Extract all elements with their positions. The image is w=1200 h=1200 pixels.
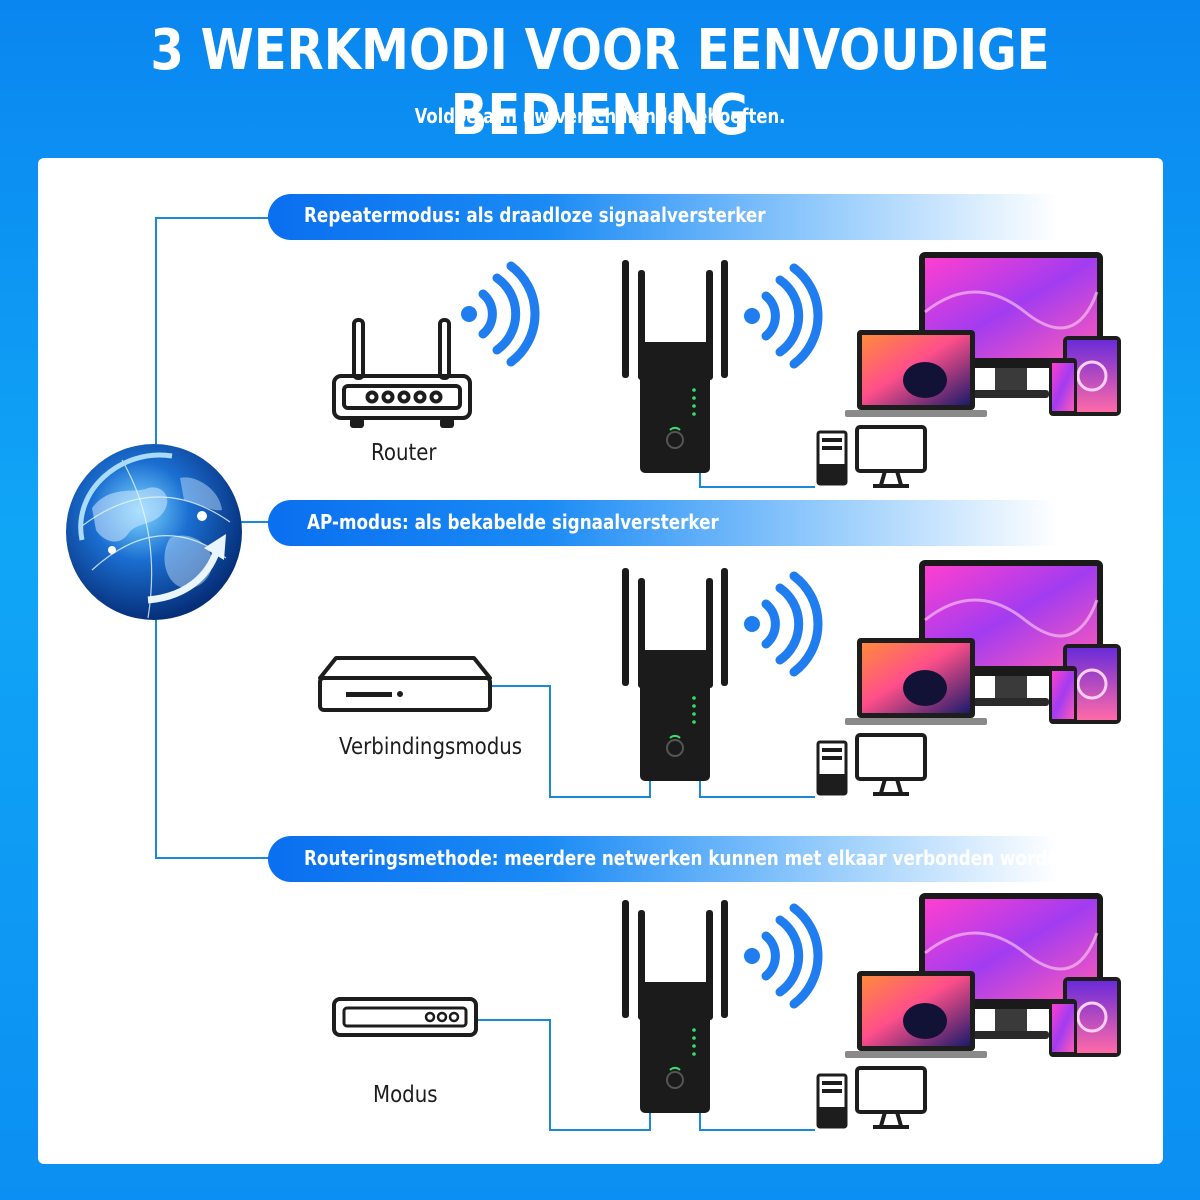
mode-banner-routing-text: Routeringsmethode: meerdere netwerken ku… bbox=[304, 846, 1078, 870]
page-title: 3 WERKMODI VOOR EENVOUDIGE BEDIENING bbox=[150, 18, 1050, 148]
wifi-signal-icon bbox=[744, 571, 823, 677]
client-devices-icon bbox=[845, 252, 1121, 417]
desktop-monitor-icon bbox=[855, 425, 927, 488]
mode-banner-ap bbox=[268, 500, 1058, 546]
wifi-signal-icon bbox=[744, 263, 823, 369]
wifi-extender-icon bbox=[622, 568, 728, 781]
desktop-tower-icon bbox=[816, 740, 848, 796]
mode-banner-routing bbox=[268, 836, 1058, 882]
client-devices-icon bbox=[845, 560, 1121, 725]
desktop-tower-icon bbox=[816, 1073, 848, 1129]
client-devices-icon bbox=[845, 893, 1121, 1058]
source-label-router: Router bbox=[371, 440, 437, 466]
switch-icon bbox=[318, 656, 492, 712]
desktop-tower-icon bbox=[816, 430, 848, 486]
mode-banner-repeater bbox=[268, 194, 1058, 240]
desktop-monitor-icon bbox=[855, 1066, 927, 1129]
modem-icon bbox=[332, 997, 478, 1037]
wifi-signal-icon bbox=[461, 261, 540, 367]
page-subtitle: Voldoe aan uw verschillende behoeften. bbox=[414, 104, 786, 128]
wifi-extender-icon bbox=[622, 260, 728, 473]
wifi-extender-icon bbox=[622, 900, 728, 1113]
desktop-monitor-icon bbox=[855, 733, 927, 796]
mode-banner-repeater-text: Repeatermodus: als draadloze signaalvers… bbox=[304, 203, 766, 227]
source-label-modem: Modus bbox=[373, 1082, 438, 1108]
mode-banner-ap-text: AP-modus: als bekabelde signaalversterke… bbox=[307, 510, 719, 534]
wifi-signal-icon bbox=[744, 903, 823, 1009]
source-label-switch: Verbindingsmodus bbox=[339, 734, 523, 760]
router-icon bbox=[332, 318, 472, 428]
globe-icon bbox=[66, 444, 242, 620]
